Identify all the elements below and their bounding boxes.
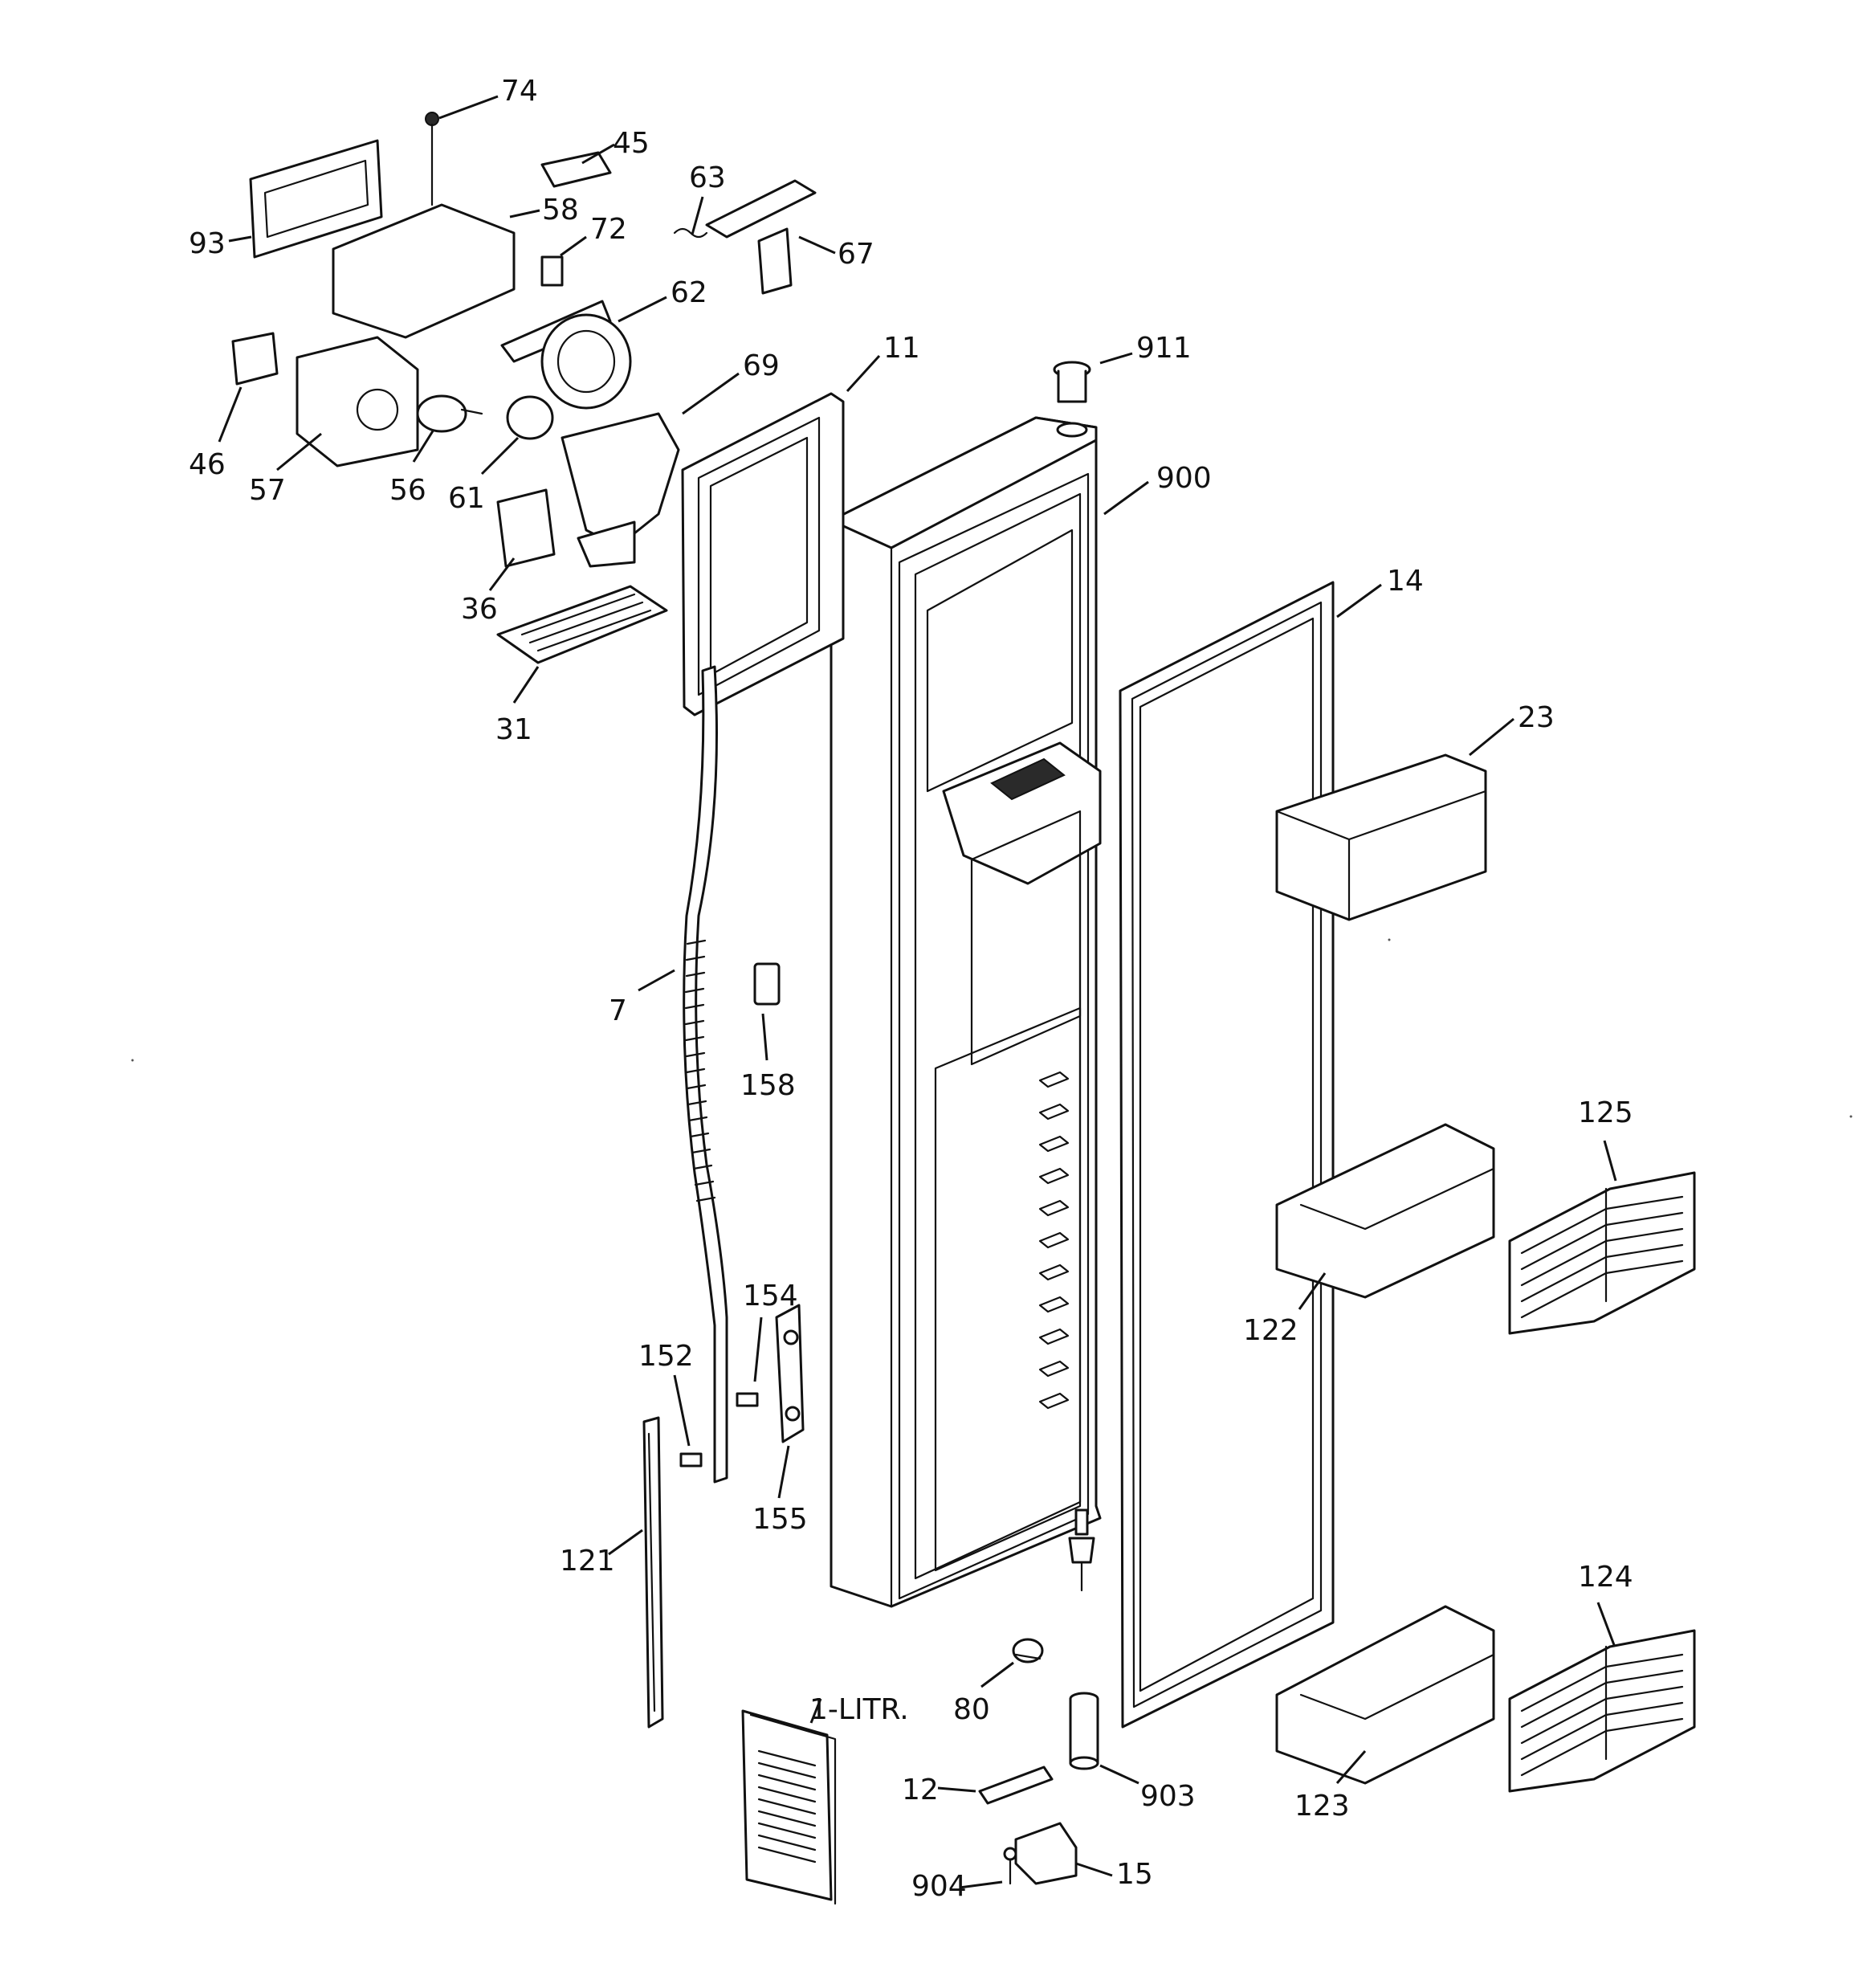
callout-124: 124 bbox=[1578, 1561, 1633, 1594]
callout-152: 152 bbox=[638, 1340, 694, 1373]
callout-15: 15 bbox=[1116, 1858, 1153, 1891]
callout-123: 123 bbox=[1294, 1790, 1350, 1823]
callout-125: 125 bbox=[1578, 1096, 1633, 1129]
door-assembly-part bbox=[830, 416, 1102, 1608]
dispenser-frame-part bbox=[681, 392, 845, 716]
plate-part bbox=[540, 151, 612, 188]
callout-61: 61 bbox=[448, 482, 485, 515]
scan-speck bbox=[131, 1059, 134, 1062]
callout-911: 911 bbox=[1136, 332, 1192, 365]
bottom-hinge-part bbox=[1014, 1822, 1078, 1885]
callout-72: 72 bbox=[590, 213, 627, 246]
callout-57: 57 bbox=[249, 474, 286, 507]
callout-31: 31 bbox=[495, 713, 532, 746]
funnel-part bbox=[561, 412, 680, 568]
leader-lines bbox=[218, 95, 1617, 1889]
callout-74: 74 bbox=[501, 75, 538, 108]
drip-tray-part bbox=[496, 585, 668, 664]
clip-part bbox=[753, 962, 781, 1006]
control-board-part bbox=[249, 139, 383, 259]
callout-158: 158 bbox=[740, 1069, 796, 1102]
callout-69: 69 bbox=[743, 349, 780, 382]
callout-46: 46 bbox=[189, 448, 226, 481]
literature-booklet-part bbox=[741, 1709, 837, 1905]
housing-part bbox=[296, 203, 516, 467]
mount-bracket-part bbox=[496, 488, 556, 568]
auger-motor-part bbox=[500, 300, 632, 410]
callout-1-litr: 1-LITR. bbox=[809, 1693, 909, 1726]
cover-part bbox=[231, 332, 279, 386]
shim-part bbox=[978, 1766, 1054, 1805]
bearing-part bbox=[1053, 361, 1091, 403]
spring-part bbox=[425, 112, 439, 206]
scan-speck bbox=[1849, 1115, 1853, 1118]
scan-speck bbox=[1388, 938, 1391, 941]
spring-coil-part bbox=[673, 227, 708, 239]
wire-basket-part bbox=[1508, 1171, 1696, 1793]
callout-62: 62 bbox=[671, 276, 707, 309]
bracket-part bbox=[705, 179, 817, 295]
callout-labels: 74 45 63 93 58 72 67 62 911 11 69 46 57 … bbox=[189, 75, 1633, 1903]
callout-7: 7 bbox=[609, 994, 627, 1027]
callout-155: 155 bbox=[752, 1503, 808, 1536]
callout-56: 56 bbox=[389, 474, 426, 507]
door-bin-part bbox=[1275, 753, 1495, 1785]
callout-58: 58 bbox=[542, 194, 579, 227]
switch-part bbox=[540, 255, 564, 287]
actuator-part bbox=[506, 395, 554, 440]
hinge-part bbox=[775, 1304, 805, 1443]
callout-45: 45 bbox=[613, 127, 650, 160]
callout-23: 23 bbox=[1518, 701, 1555, 734]
pin-part bbox=[1069, 1692, 1099, 1770]
callout-11: 11 bbox=[883, 332, 920, 365]
solenoid-part bbox=[416, 394, 483, 433]
handle-part bbox=[683, 665, 728, 1484]
callout-900: 900 bbox=[1156, 462, 1212, 495]
callout-122: 122 bbox=[1243, 1314, 1298, 1347]
callout-904: 904 bbox=[911, 1870, 967, 1903]
callout-14: 14 bbox=[1387, 565, 1424, 598]
callout-903: 903 bbox=[1140, 1780, 1196, 1813]
callout-154: 154 bbox=[743, 1280, 798, 1312]
callout-36: 36 bbox=[461, 593, 498, 626]
callout-63: 63 bbox=[689, 161, 726, 194]
callout-80: 80 bbox=[953, 1693, 990, 1726]
callout-93: 93 bbox=[189, 227, 226, 260]
callout-67: 67 bbox=[838, 238, 874, 271]
callout-121: 121 bbox=[560, 1545, 615, 1578]
screw-part bbox=[679, 1392, 759, 1468]
gasket-part bbox=[1119, 581, 1335, 1729]
trim-strip-part bbox=[642, 1416, 664, 1729]
bushing-part bbox=[1012, 1638, 1044, 1663]
callout-12: 12 bbox=[902, 1774, 939, 1806]
hinge-screw-part bbox=[1003, 1847, 1017, 1885]
